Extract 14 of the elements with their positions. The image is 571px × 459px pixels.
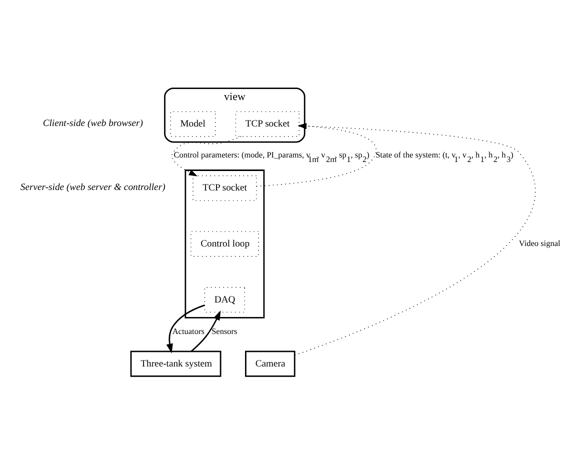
arrow bbox=[294, 123, 536, 356]
arrow bbox=[172, 136, 242, 176]
node-box: Control loop bbox=[190, 231, 259, 257]
node-box: Camera bbox=[245, 350, 296, 377]
node-box: TCP socket bbox=[235, 111, 300, 137]
arrow bbox=[190, 310, 221, 352]
node-box: Model bbox=[170, 111, 216, 137]
node-label: Client-side (web browser) bbox=[42, 118, 143, 129]
node-label: Server-side (web server & controller) bbox=[20, 182, 166, 194]
node-box: TCP socket bbox=[192, 175, 257, 201]
arrow bbox=[256, 123, 377, 187]
arrow bbox=[166, 304, 205, 354]
node-box: Three-tank system bbox=[130, 350, 222, 377]
node-box: DAQ bbox=[204, 287, 246, 313]
